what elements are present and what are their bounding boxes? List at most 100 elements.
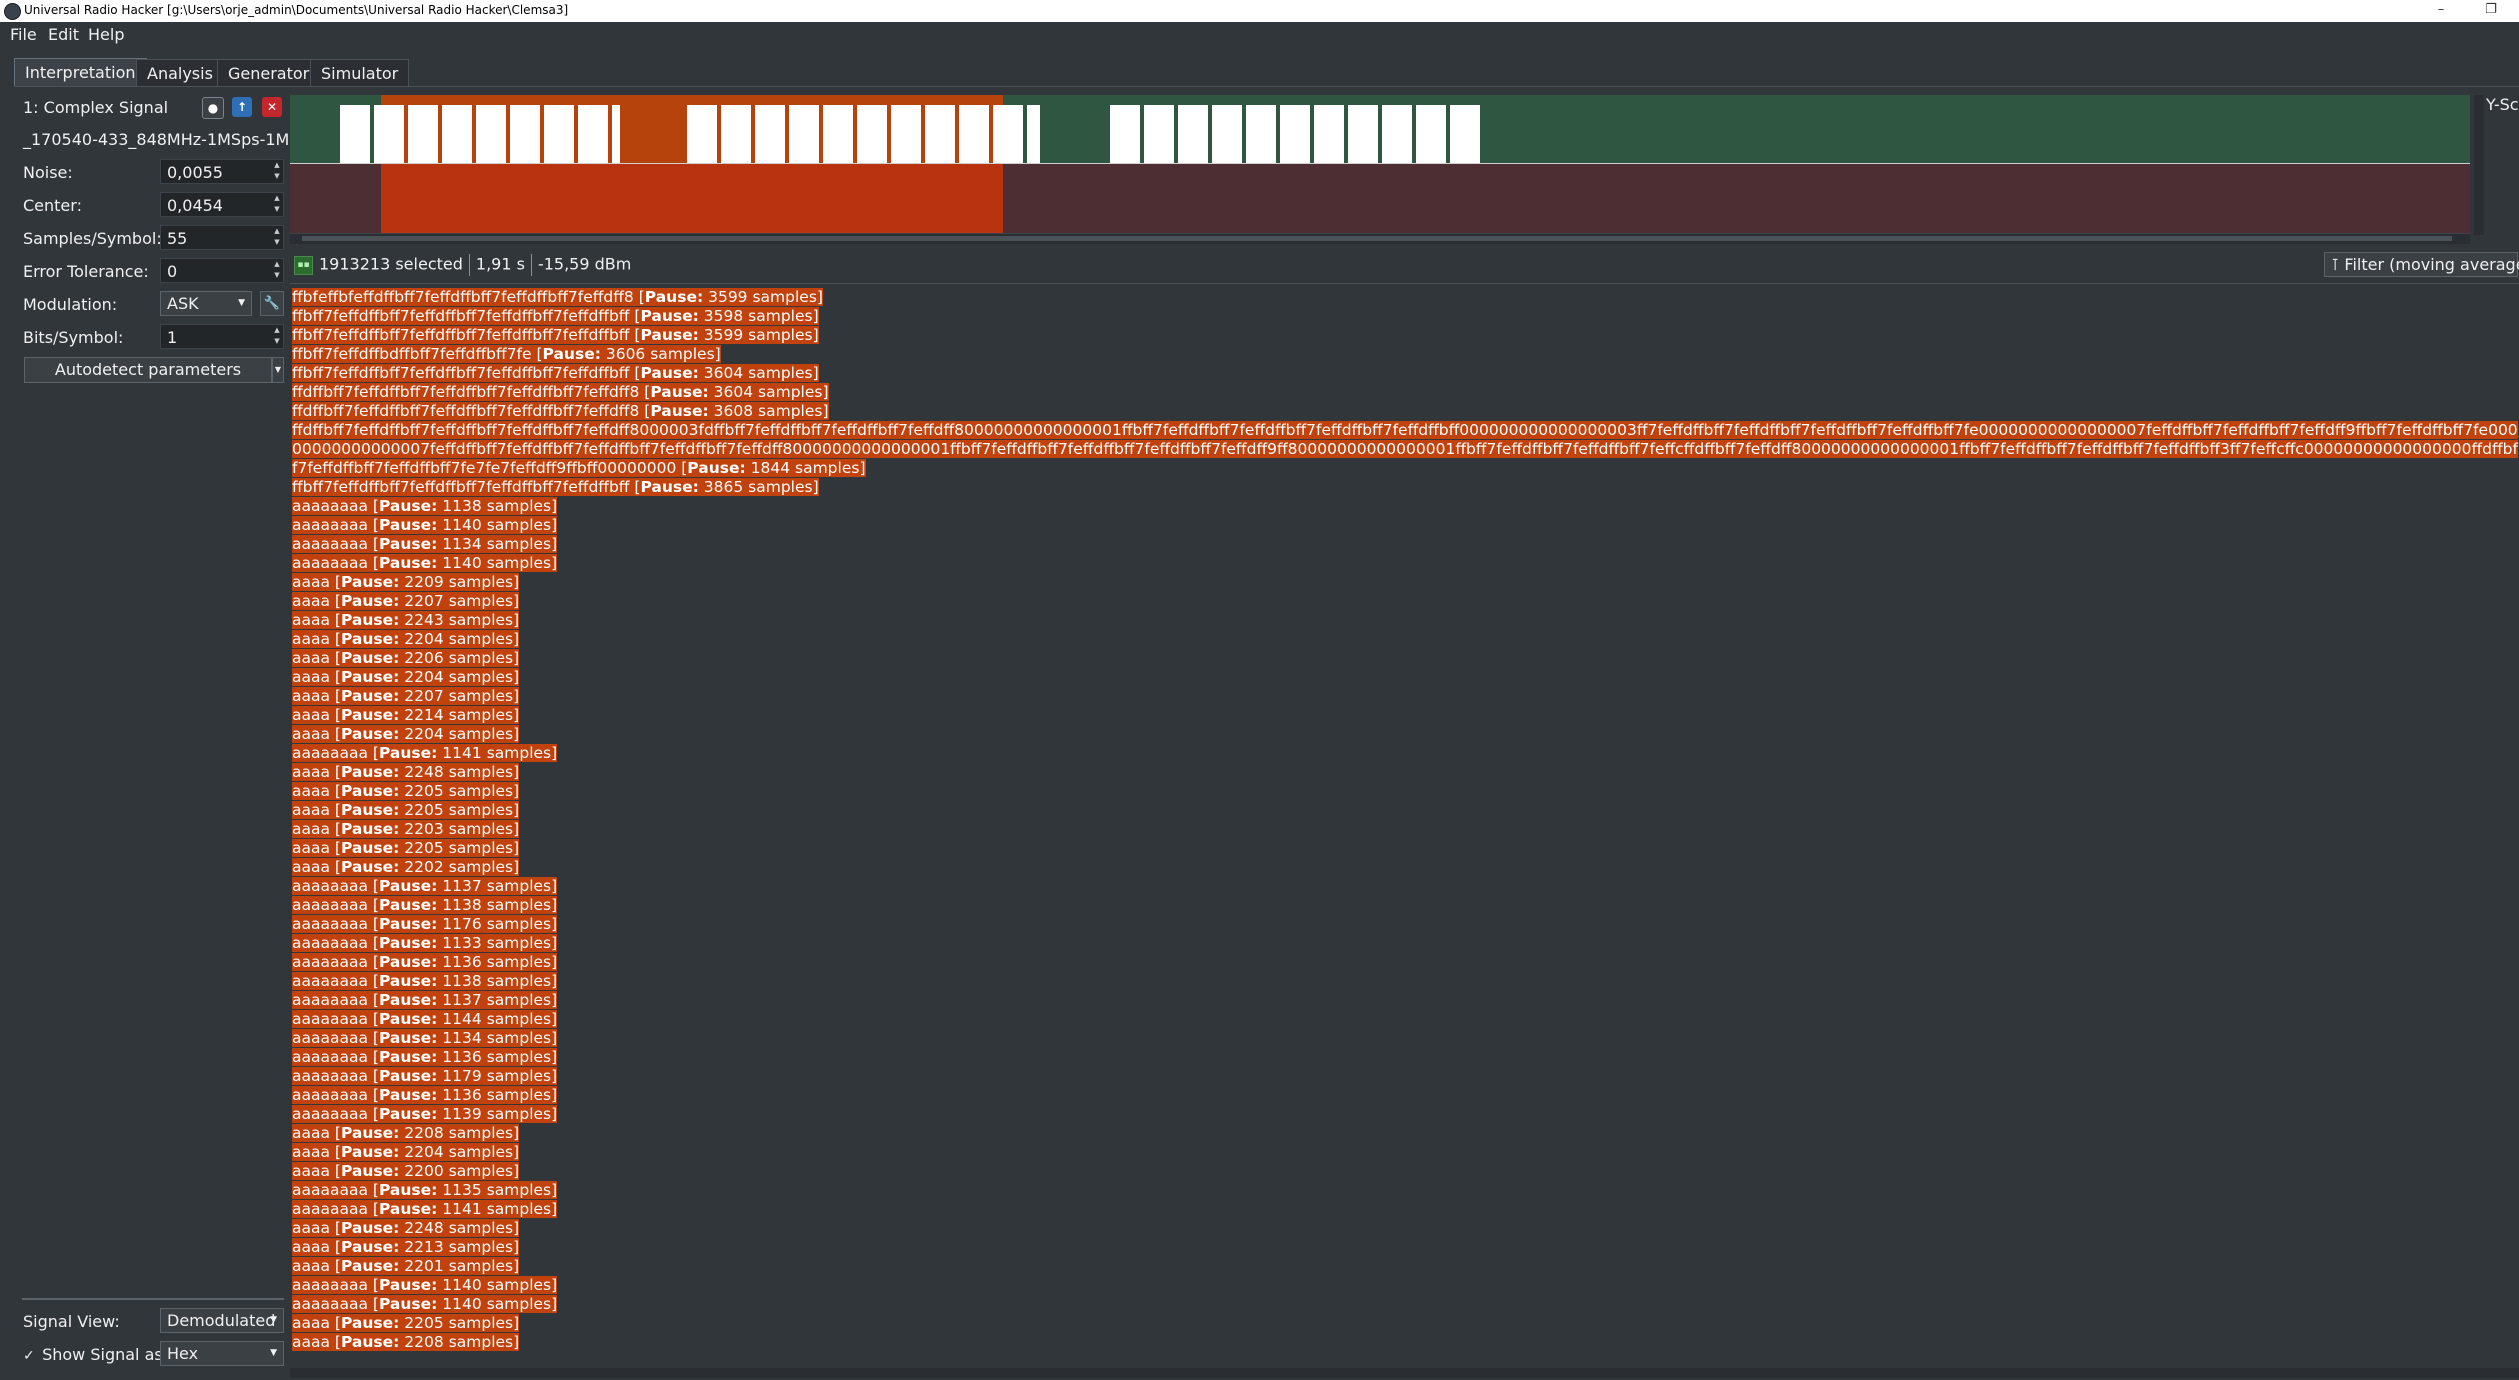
message-line[interactable]: aaaaaaaa [Pause: 1134 samples]: [292, 1029, 2519, 1048]
message-highlight: aaaaaaaa [Pause: 1176 samples]: [292, 915, 558, 933]
text-horizontal-scrollbar[interactable]: [290, 1368, 2519, 1378]
message-line[interactable]: aaaa [Pause: 2214 samples]: [292, 706, 2519, 725]
message-line[interactable]: aaaaaaaa [Pause: 1136 samples]: [292, 1086, 2519, 1105]
message-line[interactable]: ffdffbff7feffdffbff7feffdffbff7feffdffbf…: [292, 383, 2519, 402]
show-signal-as-checkbox[interactable]: ✓ Show Signal as: [23, 1345, 163, 1364]
message-line[interactable]: aaaaaaaa [Pause: 1137 samples]: [292, 991, 2519, 1010]
message-line[interactable]: aaaaaaaa [Pause: 1144 samples]: [292, 1010, 2519, 1029]
bits-per-symbol-value: 1: [167, 328, 178, 347]
show-signal-as-select[interactable]: Hex ▼: [160, 1341, 284, 1366]
center-spinbox[interactable]: 0,0454 ▲▼: [160, 192, 284, 217]
message-highlight: aaaaaaaa [Pause: 1141 samples]: [292, 744, 558, 762]
signal-plot[interactable]: [290, 95, 2470, 233]
message-line[interactable]: aaaaaaaa [Pause: 1133 samples]: [292, 934, 2519, 953]
message-line[interactable]: aaaaaaaa [Pause: 1176 samples]: [292, 915, 2519, 934]
message-line[interactable]: aaaaaaaa [Pause: 1138 samples]: [292, 896, 2519, 915]
message-line[interactable]: aaaa [Pause: 2206 samples]: [292, 649, 2519, 668]
error-tolerance-spinbox[interactable]: 0 ▲▼: [160, 258, 284, 283]
message-line[interactable]: aaaa [Pause: 2205 samples]: [292, 801, 2519, 820]
filter-button[interactable]: ⊺ Filter (moving average): [2324, 252, 2519, 277]
message-line[interactable]: aaaaaaaa [Pause: 1136 samples]: [292, 953, 2519, 972]
message-line[interactable]: aaaa [Pause: 2205 samples]: [292, 782, 2519, 801]
pause-label: Pause:: [340, 763, 400, 781]
message-line[interactable]: aaaaaaaa [Pause: 1179 samples]: [292, 1067, 2519, 1086]
message-line[interactable]: aaaa [Pause: 2200 samples]: [292, 1162, 2519, 1181]
message-line[interactable]: aaaa [Pause: 2205 samples]: [292, 1314, 2519, 1333]
message-line[interactable]: aaaaaaaa [Pause: 1140 samples]: [292, 1295, 2519, 1314]
message-line[interactable]: aaaa [Pause: 2204 samples]: [292, 630, 2519, 649]
message-line[interactable]: aaaa [Pause: 2202 samples]: [292, 858, 2519, 877]
menu-help[interactable]: Help: [88, 25, 125, 44]
message-line[interactable]: aaaa [Pause: 2208 samples]: [292, 1333, 2519, 1352]
samples-per-symbol-spinbox[interactable]: 55 ▲▼: [160, 225, 284, 250]
message-line[interactable]: aaaaaaaa [Pause: 1135 samples]: [292, 1181, 2519, 1200]
info-icon[interactable]: ↑: [232, 97, 252, 117]
pause-value: 1140: [442, 516, 482, 534]
message-line[interactable]: ffbff7feffdffbff7feffdffbff7feffdffbff7f…: [292, 478, 2519, 497]
replay-icon[interactable]: ●: [202, 97, 224, 119]
message-line[interactable]: aaaa [Pause: 2205 samples]: [292, 839, 2519, 858]
message-line[interactable]: ffdffbff7feffdffbff7feffdffbff7feffdffbf…: [292, 421, 2519, 478]
plot-horizontal-scrollbar[interactable]: [290, 233, 2470, 244]
message-line[interactable]: aaaaaaaa [Pause: 1140 samples]: [292, 554, 2519, 573]
message-line[interactable]: ffbfeffbfeffdffbff7feffdffbff7feffdffbff…: [292, 288, 2519, 307]
message-line[interactable]: aaaaaaaa [Pause: 1137 samples]: [292, 877, 2519, 896]
modulation-select[interactable]: ASK ▼: [160, 291, 252, 316]
message-line[interactable]: aaaa [Pause: 2204 samples]: [292, 725, 2519, 744]
restore-button[interactable]: ❐: [2485, 2, 2497, 17]
message-line[interactable]: aaaaaaaa [Pause: 1136 samples]: [292, 1048, 2519, 1067]
autodetect-menu-icon[interactable]: ▼: [272, 357, 284, 383]
message-line[interactable]: aaaa [Pause: 2243 samples]: [292, 611, 2519, 630]
message-line[interactable]: aaaa [Pause: 2204 samples]: [292, 668, 2519, 687]
scrollbar-thumb[interactable]: [302, 236, 2452, 241]
splitter[interactable]: [290, 283, 2519, 284]
message-line[interactable]: aaaaaaaa [Pause: 1140 samples]: [292, 1276, 2519, 1295]
message-line[interactable]: aaaa [Pause: 2209 samples]: [292, 573, 2519, 592]
message-line[interactable]: ffdffbff7feffdffbff7feffdffbff7feffdffbf…: [292, 402, 2519, 421]
message-line[interactable]: aaaa [Pause: 2201 samples]: [292, 1257, 2519, 1276]
message-line[interactable]: aaaa [Pause: 2207 samples]: [292, 687, 2519, 706]
message-line[interactable]: aaaa [Pause: 2208 samples]: [292, 1124, 2519, 1143]
message-line[interactable]: aaaaaaaa [Pause: 1138 samples]: [292, 972, 2519, 991]
message-line[interactable]: aaaa [Pause: 2203 samples]: [292, 820, 2519, 839]
minimize-button[interactable]: –: [2437, 2, 2445, 17]
pause-label: Pause:: [340, 1257, 400, 1275]
spin-arrows-icon[interactable]: ▲▼: [274, 194, 280, 213]
menu-file[interactable]: File: [10, 25, 37, 44]
spin-arrows-icon[interactable]: ▲▼: [274, 326, 280, 345]
message-line[interactable]: aaaa [Pause: 2207 samples]: [292, 592, 2519, 611]
tab-interpretation[interactable]: Interpretation: [14, 58, 147, 87]
message-line[interactable]: aaaa [Pause: 2248 samples]: [292, 763, 2519, 782]
signal-name[interactable]: 1: Complex Signal: [23, 98, 169, 117]
message-line[interactable]: aaaaaaaa [Pause: 1140 samples]: [292, 516, 2519, 535]
message-line[interactable]: aaaa [Pause: 2248 samples]: [292, 1219, 2519, 1238]
message-line[interactable]: aaaaaaaa [Pause: 1134 samples]: [292, 535, 2519, 554]
autodetect-button[interactable]: Autodetect parameters: [24, 357, 272, 383]
wrench-icon[interactable]: 🔧: [260, 291, 284, 316]
message-line[interactable]: ffbff7feffdffbff7feffdffbff7feffdffbff7f…: [292, 326, 2519, 345]
close-icon[interactable]: ✕: [262, 97, 282, 117]
pause-value: 3865: [703, 478, 744, 496]
message-line[interactable]: aaaaaaaa [Pause: 1141 samples]: [292, 744, 2519, 763]
spin-arrows-icon[interactable]: ▲▼: [274, 161, 280, 180]
spin-arrows-icon[interactable]: ▲▼: [274, 260, 280, 279]
message-line[interactable]: aaaaaaaa [Pause: 1139 samples]: [292, 1105, 2519, 1124]
noise-spinbox[interactable]: 0,0055 ▲▼: [160, 159, 284, 184]
message-line[interactable]: ffbff7feffdffbff7feffdffbff7feffdffbff7f…: [292, 364, 2519, 383]
message-line[interactable]: ffbff7feffdffbff7feffdffbff7feffdffbff7f…: [292, 307, 2519, 326]
plot-vertical-scrollbar[interactable]: [2474, 95, 2484, 235]
demodulated-text-view[interactable]: ffbfeffbfeffdffbff7feffdffbff7feffdffbff…: [292, 288, 2519, 1367]
tab-analysis[interactable]: Analysis: [136, 59, 224, 87]
bits-per-symbol-spinbox[interactable]: 1 ▲▼: [160, 324, 284, 349]
message-bits: aaaaaaaa: [292, 516, 368, 534]
spin-arrows-icon[interactable]: ▲▼: [274, 227, 280, 246]
message-line[interactable]: aaaaaaaa [Pause: 1138 samples]: [292, 497, 2519, 516]
tab-simulator[interactable]: Simulator: [310, 59, 410, 87]
tab-generator[interactable]: Generator: [217, 59, 321, 87]
message-line[interactable]: aaaa [Pause: 2204 samples]: [292, 1143, 2519, 1162]
menu-edit[interactable]: Edit: [48, 25, 79, 44]
message-line[interactable]: aaaa [Pause: 2213 samples]: [292, 1238, 2519, 1257]
message-line[interactable]: aaaaaaaa [Pause: 1141 samples]: [292, 1200, 2519, 1219]
signal-view-select[interactable]: Demodulated ▼: [160, 1308, 284, 1333]
message-line[interactable]: ffbff7feffdffbdffbff7feffdffbff7fe [Paus…: [292, 345, 2519, 364]
